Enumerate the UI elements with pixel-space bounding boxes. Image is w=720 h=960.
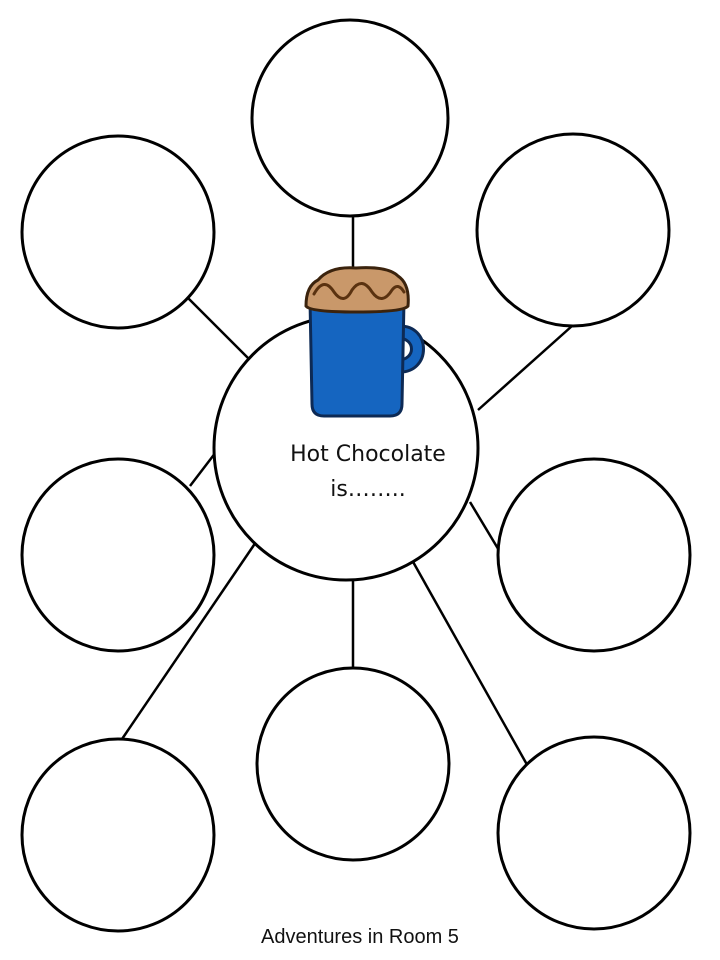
- bubble-top[interactable]: [250, 18, 450, 218]
- connector-mid-right: [468, 501, 502, 553]
- connector-bottom-right: [410, 559, 532, 771]
- outer-bubbles: [20, 18, 692, 933]
- bubble-top-right[interactable]: [475, 132, 671, 328]
- connectors: [118, 213, 573, 771]
- connector-top-right: [477, 325, 573, 411]
- connector-bottom-left: [118, 541, 258, 743]
- center-title: Hot Chocolate: [290, 442, 446, 467]
- connector-top-left: [187, 297, 253, 363]
- foam-swirl: [312, 282, 406, 300]
- bubble-mid-right[interactable]: [496, 457, 692, 653]
- bubble-top-left[interactable]: [20, 134, 216, 330]
- bubble-bottom-center[interactable]: [255, 666, 451, 862]
- bubble-mid-left[interactable]: [20, 457, 216, 653]
- hot-chocolate-mug-icon: [304, 266, 425, 418]
- mug-body: [308, 298, 406, 418]
- center-subtitle: is……..: [330, 477, 406, 502]
- footer-credit: Adventures in Room 5: [261, 926, 459, 948]
- bubble-bottom-right[interactable]: [496, 735, 692, 931]
- mug-foam: [304, 266, 410, 314]
- connector-mid-left: [189, 451, 217, 487]
- bubble-bottom-left[interactable]: [20, 737, 216, 933]
